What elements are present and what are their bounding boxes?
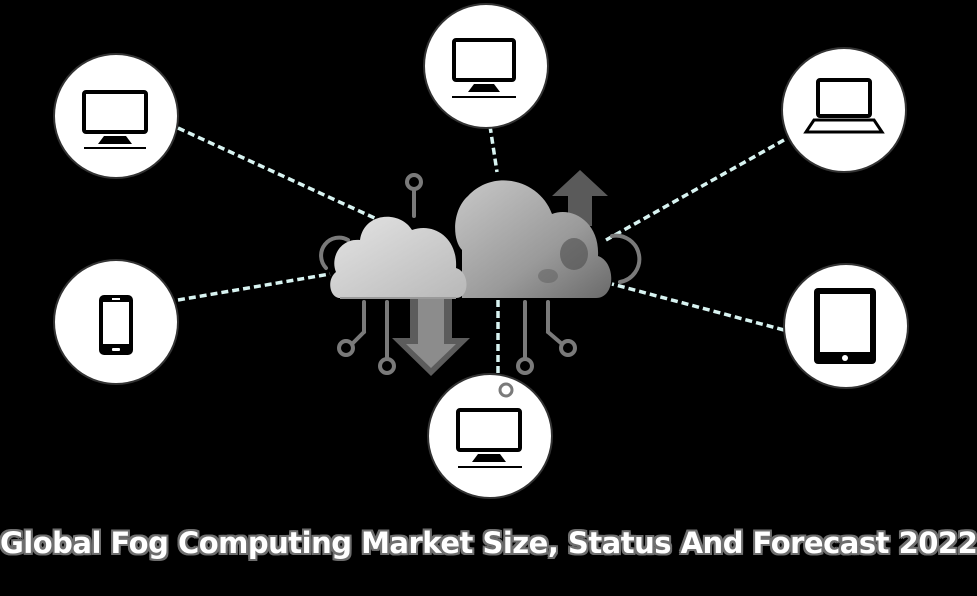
desktop-monitor-icon: [452, 38, 516, 98]
node-bottom-center: [427, 373, 553, 499]
desktop-monitor-icon: [82, 90, 148, 149]
smartphone-icon: [99, 295, 133, 355]
tablet-icon: [814, 288, 876, 364]
desktop-monitor-icon: [456, 408, 522, 468]
connector-lines: [177, 125, 785, 378]
connector-middle-left: [177, 272, 331, 302]
node-middle-left: [53, 259, 179, 385]
caption-title: Global Fog Computing Market Size, Status…: [0, 526, 977, 560]
node-top-right: [781, 47, 907, 173]
connector-top-right: [605, 138, 785, 242]
cloud-icon: [319, 170, 642, 399]
connector-top-center: [488, 125, 499, 173]
connector-top-left: [177, 126, 393, 228]
node-top-left: [53, 53, 179, 179]
node-middle-right: [783, 263, 909, 389]
laptop-icon: [803, 78, 885, 134]
connector-middle-right: [611, 282, 785, 332]
node-top-center: [423, 3, 549, 129]
